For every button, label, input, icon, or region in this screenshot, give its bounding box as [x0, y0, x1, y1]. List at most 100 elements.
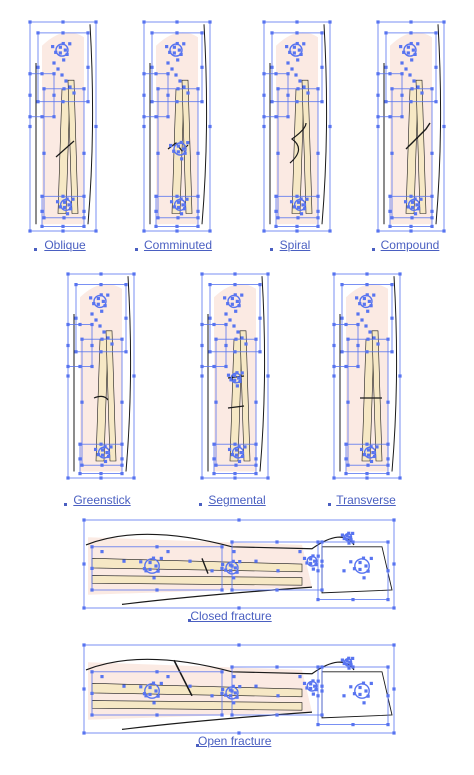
anchor-point-icon	[410, 205, 415, 210]
joint-outline	[169, 43, 183, 57]
selection-handle-icon	[400, 72, 404, 76]
comminuted-arm-graphic	[142, 20, 212, 233]
selection-handle-icon	[376, 20, 380, 24]
anchor-point-icon	[230, 296, 234, 301]
selection-handle-icon	[196, 151, 200, 155]
selection-handle-icon	[200, 31, 204, 35]
selection-handle-icon	[90, 713, 94, 717]
anchor-point-icon	[226, 373, 231, 377]
anchor-point-icon	[299, 212, 304, 216]
compound-arm-graphic	[376, 20, 446, 233]
selection-handle-icon	[442, 20, 446, 24]
closed-fracture-illustration[interactable]	[82, 518, 398, 614]
selection-handle-icon	[36, 100, 40, 104]
comminuted-illustration[interactable]	[142, 20, 214, 235]
anchor-point-icon	[411, 48, 415, 52]
selection-handle-icon	[120, 337, 124, 341]
selection-handle-icon	[224, 312, 228, 316]
selection-handle-icon	[409, 224, 413, 228]
ulna-bone	[67, 79, 79, 214]
compound-label[interactable]: Compound	[372, 238, 446, 252]
arm-outline	[269, 24, 328, 225]
anchor-point-icon	[234, 448, 239, 452]
anchor-point-icon	[106, 293, 110, 297]
open-fracture-illustration[interactable]	[82, 643, 398, 739]
joint-outline	[293, 198, 307, 212]
selection-handle-icon	[230, 713, 234, 717]
selection-handle-icon	[276, 87, 280, 91]
spiral-arm-graphic	[262, 20, 332, 233]
selection-handle-icon	[124, 350, 128, 354]
oblique-illustration[interactable]	[28, 20, 100, 235]
selection-handle-icon	[344, 442, 348, 446]
selection-handle-icon	[176, 216, 180, 220]
spiral-illustration[interactable]	[262, 20, 334, 235]
anchor-point-icon	[151, 556, 156, 560]
greenstick-label[interactable]: Greenstick	[64, 493, 138, 507]
transverse-label[interactable]: Transverse	[328, 493, 402, 507]
anchor-point-icon	[51, 44, 55, 49]
selection-handle-icon	[176, 87, 180, 91]
selection-handle-icon	[270, 31, 274, 35]
selection-handle-icon	[400, 61, 404, 65]
selection-handle-icon	[100, 337, 104, 341]
anchor-point-icon	[358, 692, 362, 697]
selection-handle-icon	[186, 91, 190, 95]
arm-outline	[149, 24, 208, 225]
anchor-point-icon	[105, 451, 109, 455]
selection-handle-icon	[320, 588, 324, 592]
selection-handle-icon	[295, 194, 299, 198]
anchor-point-icon	[413, 212, 418, 216]
joint-outline	[93, 294, 107, 309]
transverse-illustration[interactable]	[332, 272, 404, 482]
anchor-point-icon	[352, 692, 357, 696]
closed-fracture-label[interactable]: Closed fracture	[188, 609, 272, 623]
selection-handle-icon	[286, 115, 290, 119]
selection-handle-icon	[78, 322, 82, 327]
compound-illustration[interactable]	[376, 20, 448, 235]
anchor-point-icon	[372, 293, 376, 297]
segmental-label[interactable]: Segmental	[199, 493, 273, 507]
segmental-illustration[interactable]	[200, 272, 272, 482]
selection-handle-icon	[328, 20, 332, 24]
selection-handle-icon	[286, 72, 290, 76]
selection-handle-icon	[254, 400, 258, 404]
anchor-point-icon	[152, 701, 156, 705]
anchor-point-icon	[235, 384, 239, 388]
comminuted-label[interactable]: Comminuted	[135, 238, 219, 252]
selection-handle-icon	[360, 318, 364, 322]
selection-handle-icon	[62, 216, 66, 220]
selection-handle-icon	[258, 283, 262, 287]
selection-handle-icon	[196, 87, 200, 91]
anchor-point-icon	[234, 309, 238, 313]
selection-handle-icon	[320, 564, 324, 568]
arm-outline	[339, 276, 398, 472]
greenstick-illustration[interactable]	[66, 272, 138, 482]
selection-handle-icon	[332, 364, 336, 369]
selection-handle-icon	[132, 476, 136, 480]
anchor-point-icon	[348, 535, 352, 539]
selection-handle-icon	[332, 343, 336, 348]
selection-handle-icon	[155, 588, 159, 592]
anchor-point-icon	[296, 58, 300, 62]
anchor-point-icon	[348, 660, 352, 664]
anchor-point-icon	[362, 701, 366, 705]
selection-handle-icon	[266, 476, 270, 480]
selection-handle-icon	[390, 283, 394, 287]
anchor-point-icon	[406, 45, 410, 49]
selection-handle-icon	[166, 115, 170, 119]
selection-handle-icon	[316, 194, 320, 198]
open-fracture-label[interactable]: Open fracture	[196, 734, 272, 748]
selection-handle-icon	[233, 442, 237, 446]
selection-handle-icon	[200, 374, 204, 378]
selection-handle-icon	[196, 194, 200, 198]
anchor-point-icon	[309, 561, 313, 566]
anchor-point-icon	[352, 567, 357, 571]
selection-handle-icon	[262, 93, 266, 97]
oblique-label[interactable]: Oblique	[34, 238, 94, 252]
selection-handle-icon	[174, 73, 178, 77]
anchor-point-icon	[358, 567, 362, 572]
anchor-point-icon	[345, 537, 349, 541]
spiral-label[interactable]: Spiral	[270, 238, 318, 252]
joint-outline	[343, 532, 353, 542]
